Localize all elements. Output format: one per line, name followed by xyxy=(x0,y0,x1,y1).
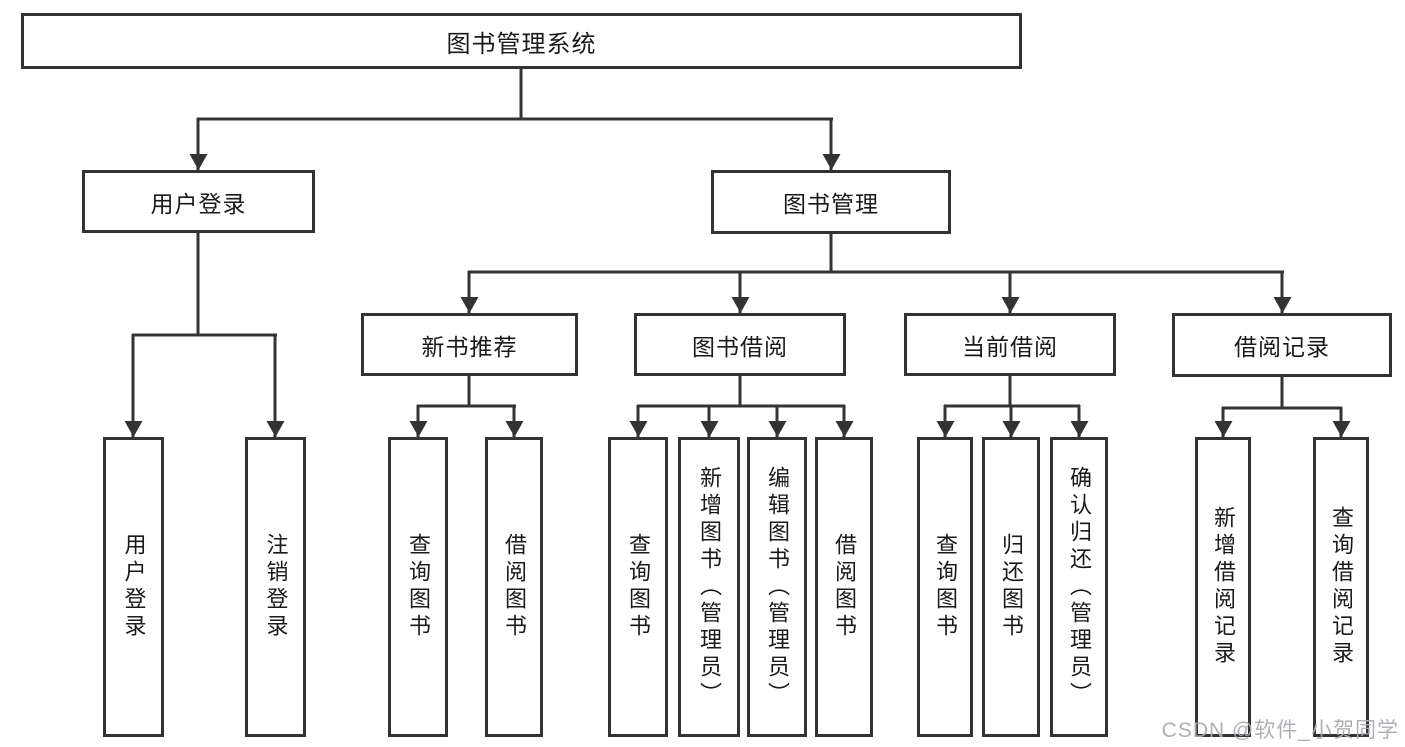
leaf-borrow-books-recommend: 借阅图书 xyxy=(485,437,543,737)
leaf-add-books-admin: 新增图书（管理员） xyxy=(678,437,740,737)
connector-borrow-records-stem xyxy=(1280,377,1284,408)
arrow-to-borrow-records xyxy=(1273,271,1291,313)
arrow-to-user-login xyxy=(189,118,207,170)
leaf-return-books: 归还图书 xyxy=(982,437,1040,737)
connector-new-book-stem xyxy=(467,376,471,406)
node-current-borrow-label: 当前借阅 xyxy=(962,333,1058,360)
leaf-edit-books-admin: 编辑图书（管理员） xyxy=(747,437,807,737)
node-user-login-label: 用户登录 xyxy=(150,190,247,217)
node-current-borrow: 当前借阅 xyxy=(904,313,1116,376)
leaf-query-books-borrow: 查询图书 xyxy=(608,437,668,737)
arrow-to-add-books-admin xyxy=(700,405,718,437)
leaf-add-books-admin-label: 新增图书（管理员） xyxy=(697,465,722,709)
leaf-query-borrow-record: 查询借阅记录 xyxy=(1313,437,1369,737)
leaf-query-books-current: 查询图书 xyxy=(917,437,973,737)
connector-book-borrow-bar xyxy=(637,404,845,408)
node-new-book-recommend: 新书推荐 xyxy=(361,313,578,376)
node-user-login: 用户登录 xyxy=(82,170,315,233)
node-book-borrow-label: 图书借阅 xyxy=(692,333,788,360)
connector-root-stem xyxy=(519,68,523,120)
leaf-borrow-books-label: 借阅图书 xyxy=(832,533,857,641)
connector-book-management-bar xyxy=(468,270,1284,274)
connector-root-bar xyxy=(197,117,833,121)
connector-user-login-bar xyxy=(132,333,277,337)
node-root-system: 图书管理系统 xyxy=(21,13,1022,69)
arrow-to-book-management xyxy=(822,118,840,170)
connector-current-borrow-stem xyxy=(1008,376,1012,406)
leaf-query-books-current-label: 查询图书 xyxy=(933,533,958,641)
node-borrow-records: 借阅记录 xyxy=(1172,313,1392,377)
connector-book-borrow-stem xyxy=(738,376,742,406)
leaf-add-borrow-record: 新增借阅记录 xyxy=(1195,437,1251,737)
leaf-user-login-label: 用户登录 xyxy=(121,533,147,641)
connector-new-book-bar xyxy=(417,404,516,408)
node-book-borrow: 图书借阅 xyxy=(634,313,846,376)
arrow-to-query-borrow-record xyxy=(1332,407,1350,437)
arrow-to-edit-books-admin xyxy=(768,405,786,437)
node-new-book-recommend-label: 新书推荐 xyxy=(421,333,518,360)
leaf-edit-books-admin-label: 编辑图书（管理员） xyxy=(765,465,790,709)
leaf-query-books-recommend: 查询图书 xyxy=(388,437,448,737)
arrow-to-confirm-return-admin xyxy=(1070,405,1088,437)
arrow-to-book-borrow xyxy=(731,271,749,313)
leaf-borrow-books-recommend-label: 借阅图书 xyxy=(502,533,527,641)
leaf-query-borrow-record-label: 查询借阅记录 xyxy=(1329,506,1354,668)
arrow-to-leaf-logout xyxy=(266,334,284,437)
leaf-logout-label: 注销登录 xyxy=(263,533,289,641)
arrow-to-return-books xyxy=(1002,405,1020,437)
leaf-return-books-label: 归还图书 xyxy=(999,533,1024,641)
arrow-to-query-books-recommend xyxy=(409,405,427,437)
arrow-to-query-books-borrow xyxy=(629,405,647,437)
leaf-add-borrow-record-label: 新增借阅记录 xyxy=(1211,506,1236,668)
arrow-to-query-books-current xyxy=(936,405,954,437)
leaf-query-books-recommend-label: 查询图书 xyxy=(406,533,431,641)
leaf-confirm-return-admin: 确认归还（管理员） xyxy=(1050,437,1108,737)
node-borrow-records-label: 借阅记录 xyxy=(1234,334,1330,360)
arrow-to-new-book-recommend xyxy=(460,271,478,313)
leaf-user-login: 用户登录 xyxy=(103,437,164,737)
leaf-borrow-books: 借阅图书 xyxy=(815,437,873,737)
arrow-to-add-borrow-record xyxy=(1214,407,1232,437)
connector-user-login-stem xyxy=(196,233,200,335)
node-book-management: 图书管理 xyxy=(711,170,951,234)
arrow-to-borrow-books-recommend xyxy=(505,405,523,437)
arrow-to-leaf-user-login xyxy=(124,334,142,437)
node-book-management-label: 图书管理 xyxy=(783,191,879,217)
leaf-logout: 注销登录 xyxy=(245,437,306,737)
node-root-label: 图书管理系统 xyxy=(446,30,597,58)
connector-borrow-records-bar xyxy=(1222,406,1342,410)
leaf-confirm-return-admin-label: 确认归还（管理员） xyxy=(1067,465,1092,709)
csdn-watermark: CSDN @软件_小贺同学 xyxy=(1161,719,1399,742)
arrow-to-borrow-books xyxy=(835,405,853,437)
leaf-query-books-borrow-label: 查询图书 xyxy=(626,533,651,641)
connector-book-management-stem xyxy=(829,234,833,272)
arrow-to-current-borrow xyxy=(1001,271,1019,313)
